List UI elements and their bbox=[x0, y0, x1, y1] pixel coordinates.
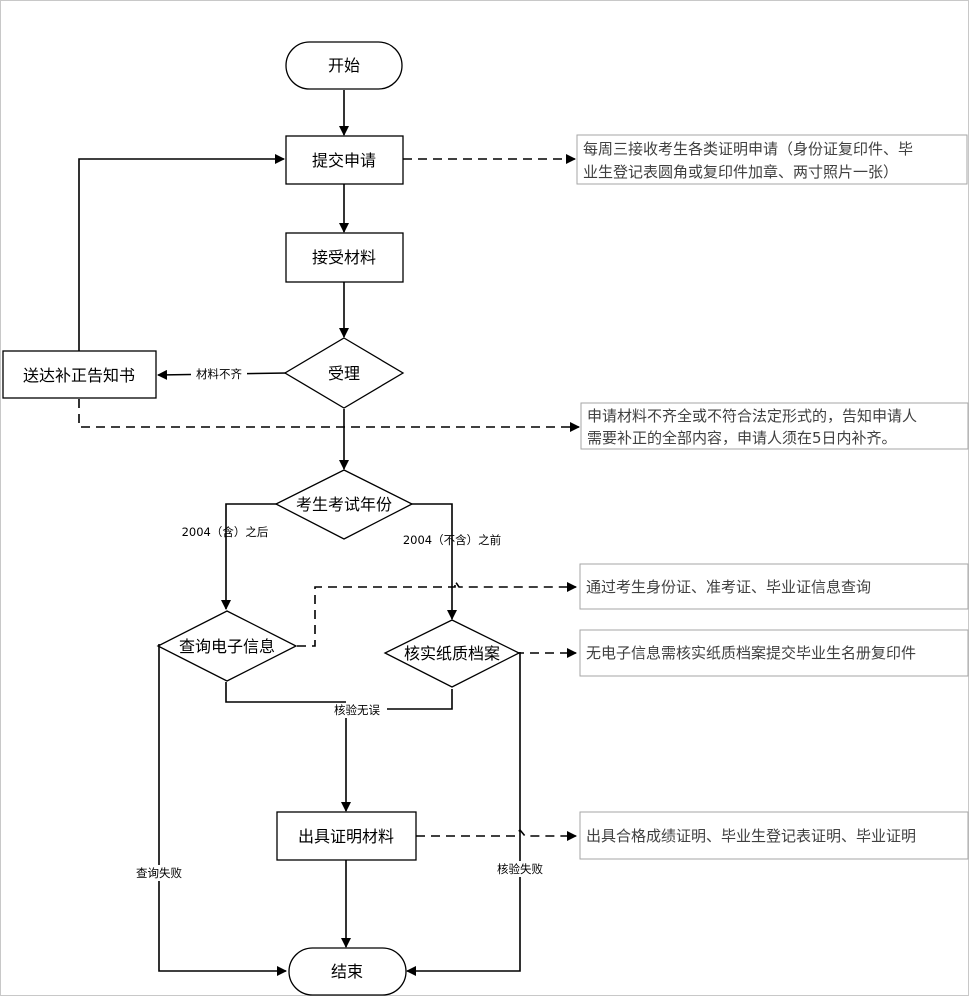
edge-label-verified-ok: 核验无误 bbox=[334, 703, 380, 717]
query-note: 通过考生身份证、准考证、毕业证信息查询 bbox=[579, 563, 969, 610]
end-node: 结束 bbox=[288, 947, 407, 996]
verify-label: 核实纸质档案 bbox=[404, 644, 500, 663]
accept-decision: 受理 bbox=[283, 337, 405, 409]
dash-issue-note bbox=[416, 828, 577, 841]
query-label: 查询电子信息 bbox=[179, 637, 275, 656]
start-node: 开始 bbox=[285, 41, 403, 90]
receive-node: 接受材料 bbox=[285, 232, 404, 283]
verify-decision: 核实纸质档案 bbox=[383, 619, 521, 688]
end-label: 结束 bbox=[331, 962, 363, 981]
dash-query-note bbox=[297, 578, 577, 647]
submit-note-line1: 每周三接收考生各类证明申请（身份证复印件、毕 bbox=[583, 140, 913, 158]
edge-label-incomplete: 材料不齐 bbox=[196, 367, 242, 381]
receive-label: 接受材料 bbox=[312, 248, 376, 267]
dash-notify-note bbox=[78, 399, 580, 432]
edge-label-before-2004: 2004（不含）之前 bbox=[403, 533, 501, 547]
verify-note-text: 无电子信息需核实纸质档案提交毕业生名册复印件 bbox=[586, 644, 916, 662]
notify-note-line1: 申请材料不齐全或不符合法定形式的，告知申请人 bbox=[587, 407, 917, 425]
issue-note-text: 出具合格成绩证明、毕业生登记表证明、毕业证明 bbox=[586, 827, 916, 845]
issue-node: 出具证明材料 bbox=[276, 811, 417, 861]
notify-label: 送达补正告知书 bbox=[23, 366, 135, 385]
edge-query-merge bbox=[225, 682, 346, 703]
notify-note-line2: 需要补正的全部内容，申请人须在5日内补齐。 bbox=[587, 429, 897, 447]
accept-label: 受理 bbox=[328, 364, 360, 383]
verify-note: 无电子信息需核实纸质档案提交毕业生名册复印件 bbox=[579, 629, 969, 677]
edge-verify-end bbox=[406, 652, 521, 976]
submit-note-line2: 业生登记表圆角或复印件加章、两寸照片一张） bbox=[583, 163, 898, 181]
edge-examyear-query bbox=[221, 503, 277, 610]
query-note-text: 通过考生身份证、准考证、毕业证信息查询 bbox=[586, 578, 871, 596]
issue-note: 出具合格成绩证明、毕业生登记表证明、毕业证明 bbox=[579, 811, 969, 860]
issue-label: 出具证明材料 bbox=[298, 827, 394, 846]
edge-query-end bbox=[158, 644, 287, 976]
notify-node: 送达补正告知书 bbox=[2, 350, 157, 399]
submit-node: 提交申请 bbox=[285, 135, 404, 185]
query-decision: 查询电子信息 bbox=[156, 610, 298, 682]
edge-notify-submit bbox=[78, 154, 285, 351]
edge-examyear-verify bbox=[411, 503, 457, 620]
edge-label-verify-failed: 核验失败 bbox=[497, 862, 543, 876]
edge-label-after-2004: 2004（含）之后 bbox=[182, 525, 269, 539]
submit-label: 提交申请 bbox=[312, 151, 376, 170]
exam-year-decision: 考生考试年份 bbox=[274, 469, 414, 540]
submit-note: 每周三接收考生各类证明申请（身份证复印件、毕 业生登记表圆角或复印件加章、两寸照… bbox=[576, 134, 968, 185]
exam-year-label: 考生考试年份 bbox=[296, 495, 392, 514]
edge-label-query-failed: 查询失败 bbox=[136, 866, 182, 880]
notify-note: 申请材料不齐全或不符合法定形式的，告知申请人 需要补正的全部内容，申请人须在5日… bbox=[580, 402, 969, 450]
start-label: 开始 bbox=[328, 56, 360, 75]
